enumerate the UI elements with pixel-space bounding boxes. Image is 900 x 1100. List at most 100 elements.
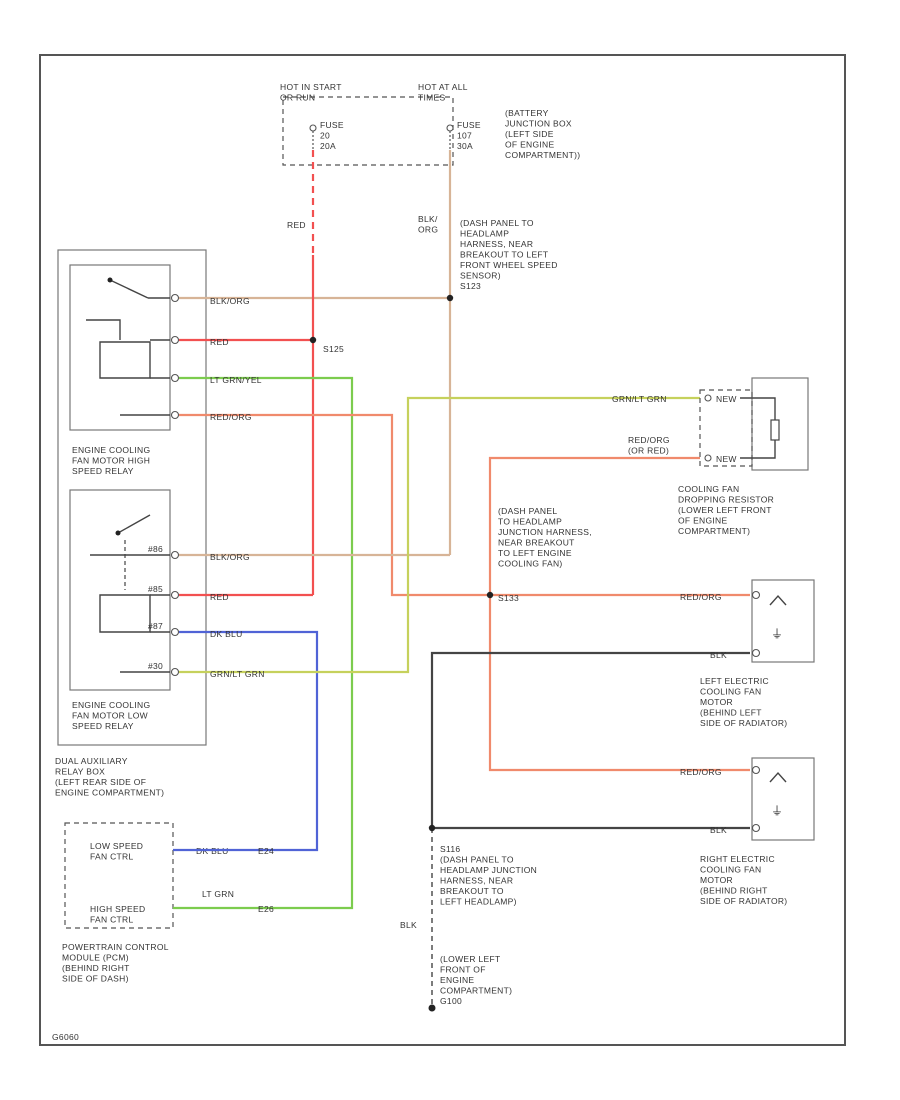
text-line: ENGINE COOLING xyxy=(72,445,150,455)
text-line: HOT AT ALL xyxy=(418,82,468,92)
text-line: HEADLAMP JUNCTION xyxy=(440,865,537,875)
text-line: (DASH PANEL TO xyxy=(440,855,514,865)
text-line: HEADLAMP xyxy=(460,229,509,239)
text-line: JUNCTION BOX xyxy=(505,119,572,129)
left-fan-motor-icon: ⏚ xyxy=(771,627,783,641)
text-line: COOLING FAN xyxy=(700,865,761,875)
text-line: HARNESS, NEAR xyxy=(440,876,513,886)
ground-g100 xyxy=(428,1004,436,1012)
text-line: LOW SPEED xyxy=(90,841,143,851)
splice-s125-label: S125 xyxy=(323,344,344,354)
wire-lt-grn-yel xyxy=(179,376,354,910)
text-line: COMPARTMENT) xyxy=(678,526,750,536)
text-line: LEFT HEADLAMP) xyxy=(440,897,517,907)
text-line: SIDE OF DASH) xyxy=(62,974,129,984)
text-line: (LEFT REAR SIDE OF xyxy=(55,777,146,787)
text-line: BLK/ xyxy=(418,214,438,224)
text-line: ORG xyxy=(418,225,438,235)
low-relay-pin-86: #86 xyxy=(148,544,163,554)
wire-red-org-resistor xyxy=(488,456,750,772)
text-line: FAN MOTOR HIGH xyxy=(72,456,150,466)
text-line: HARNESS, NEAR xyxy=(460,239,533,249)
text-line: TIMES xyxy=(418,93,446,103)
text-line: (BEHIND RIGHT xyxy=(62,963,130,973)
splice-s133 xyxy=(486,591,494,599)
wire-label-blk-org-feed: BLK/ORG xyxy=(418,214,438,235)
wire-label-blk-left-fan: BLK xyxy=(710,650,727,660)
wire-label-grn-lt-grn-resistor: GRN/LT GRN xyxy=(612,394,667,404)
text-line: SPEED RELAY xyxy=(72,466,134,476)
text-line: S123 xyxy=(460,281,481,291)
text-line: POWERTRAIN CONTROL xyxy=(62,942,169,952)
text-line: HOT IN START xyxy=(280,82,342,92)
text-line: LEFT ELECTRIC xyxy=(700,676,769,686)
splice-s133-label: S133 xyxy=(498,593,519,603)
text-line: (DASH PANEL TO xyxy=(460,218,534,228)
text-line: TO HEADLAMP xyxy=(498,517,562,527)
text-line: SIDE OF RADIATOR) xyxy=(700,718,787,728)
text-line: FUSE xyxy=(320,120,344,130)
text-line: 107 xyxy=(457,131,472,141)
text-line: MOTOR xyxy=(700,875,733,885)
text-line: FAN CTRL xyxy=(90,852,134,862)
text-line: COOLING FAN) xyxy=(498,559,563,569)
resistor-pin-bottom: NEW xyxy=(716,454,737,464)
text-line: SENSOR) xyxy=(460,271,501,281)
wire-label-blk-right-fan: BLK xyxy=(710,825,727,835)
text-line: COOLING FAN xyxy=(700,687,761,697)
pcm-high-pin-label: E26 xyxy=(258,904,274,914)
text-line: FAN CTRL xyxy=(90,915,134,925)
text-line: FRONT OF xyxy=(440,965,486,975)
low-relay-pin-85: #85 xyxy=(148,584,163,594)
wire-label-red-top: RED xyxy=(287,220,306,230)
splice-s125 xyxy=(309,336,317,344)
text-line: COMPARTMENT) xyxy=(440,986,512,996)
wire-grn-lt-grn xyxy=(179,396,700,674)
wire-label-dk-blu: DK BLU xyxy=(210,629,243,639)
text-line: (OR RED) xyxy=(628,446,669,456)
text-line: COMPARTMENT)) xyxy=(505,150,580,160)
text-line: OF ENGINE xyxy=(678,516,727,526)
wire-label-red-org-left-fan: RED/ORG xyxy=(680,592,722,602)
text-line: OF ENGINE xyxy=(505,140,554,150)
wire-label-lt-grn-yel: LT GRN/YEL xyxy=(210,375,262,385)
low-relay-pin-30: #30 xyxy=(148,661,163,671)
text-line: HIGH SPEED xyxy=(90,904,145,914)
wire-label-red-org-right-fan: RED/ORG xyxy=(680,767,722,777)
text-line: RED/ORG xyxy=(628,435,670,445)
splice-s116 xyxy=(428,824,436,832)
resistor-pin-top: NEW xyxy=(716,394,737,404)
text-line: OR RUN xyxy=(280,93,315,103)
wire-blk-left-fan xyxy=(430,651,750,828)
text-line: RIGHT ELECTRIC xyxy=(700,854,775,864)
text-line: DROPPING RESISTOR xyxy=(678,495,774,505)
text-line: (DASH PANEL xyxy=(498,506,557,516)
text-line: ENGINE xyxy=(440,975,474,985)
right-fan-motor-icon: ⏚ xyxy=(771,804,783,818)
wire-label-blk-org-high: BLK/ORG xyxy=(210,296,250,306)
text-line: 20A xyxy=(320,141,336,151)
text-line: ENGINE COOLING xyxy=(72,700,150,710)
text-line: FAN MOTOR LOW xyxy=(72,711,148,721)
text-line: S116 xyxy=(440,844,460,854)
text-line: RELAY BOX xyxy=(55,767,105,777)
splice-s123 xyxy=(446,294,454,302)
pcm-low-pin-label: E24 xyxy=(258,846,274,856)
